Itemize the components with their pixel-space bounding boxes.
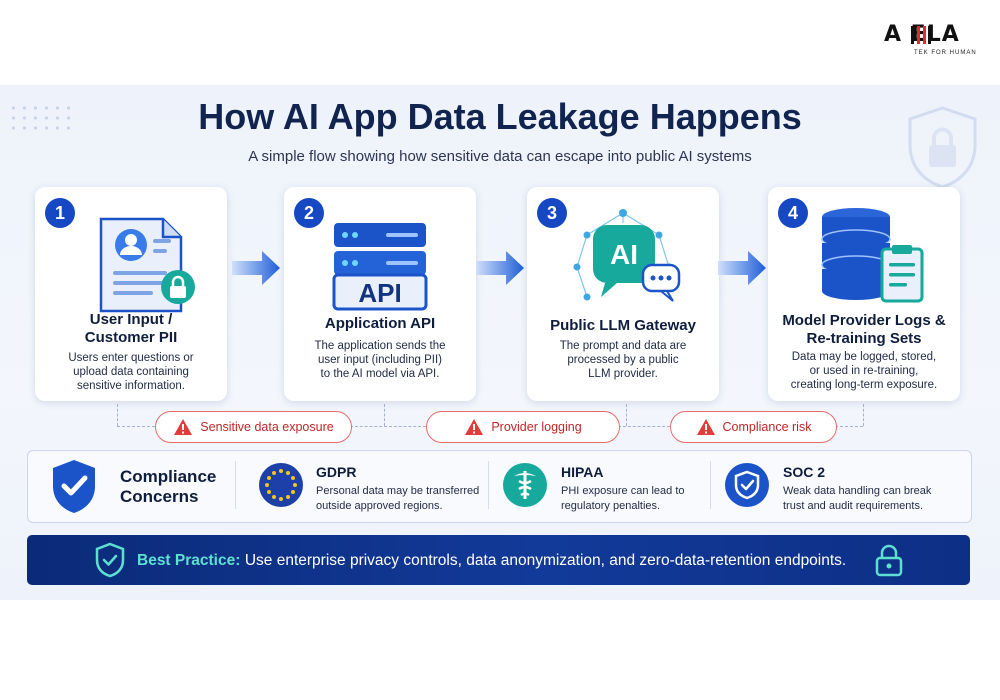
step-description: The application sends the user input (in… [294,339,466,381]
compliance-desc-line: Weak data handling can break [783,485,932,497]
compliance-item-gdpr: GDPR Personal data may be transferred ou… [316,464,479,514]
step-title-line: Application API [324,315,436,332]
step-title: Model Provider Logs & Re-training Sets [774,312,954,348]
step-desc-line: The prompt and data are [559,340,687,352]
compliance-item-desc: PHI exposure can lead to regulatory pena… [561,484,685,514]
step-desc-line: sensitive information. [76,380,186,392]
step-number: 2 [294,198,324,228]
risk-badge-sensitive-data: Sensitive data exposure [155,411,352,443]
connector-line [350,426,426,427]
step-card-application-api: 2 API Application API The application se… [284,187,476,401]
step-description: Data may be logged, stored, or used in r… [778,350,950,392]
connector-line [618,426,670,427]
logo-text: A ELA [884,22,960,47]
connector-line [863,404,864,426]
compliance-item-hipaa: HIPAA PHI exposure can lead to regulator… [561,464,685,514]
shield-check-icon [53,460,95,513]
step-desc-line: upload data containing [73,366,189,378]
compliance-desc-line: PHI exposure can lead to [561,485,685,497]
connector-line [835,426,863,427]
document-user-icon [99,217,195,313]
compliance-item-desc: Personal data may be transferred outside… [316,484,479,514]
divider [488,461,489,509]
compliance-item-title: SOC 2 [783,464,826,480]
padlock-icon [875,544,903,577]
step-desc-line: processed by a public [567,354,679,366]
flow-arrow-icon [232,251,280,285]
best-practice-banner [27,535,970,585]
step-description: Users enter questions or upload data con… [45,351,217,393]
compliance-heading-line: Concerns [120,487,199,506]
shield-check-outline-icon [95,542,125,578]
step-card-user-input: 1 User Input / Customer PII Users enter … [35,187,227,401]
risk-badge-provider-logging: Provider logging [426,411,620,443]
step-title: Application API [290,315,470,333]
compliance-desc-line: outside approved regions. [316,500,443,512]
step-desc-line: or used in re-training, [809,365,919,377]
step-desc-line: LLM provider. [588,368,658,380]
step-number: 1 [45,198,75,228]
connector-line [384,404,385,426]
compliance-desc-line: trust and audit requirements. [783,500,924,512]
best-practice-label: Best Practice: [137,552,241,569]
step-desc-line: creating long-term exposure. [790,379,938,391]
risk-label: Sensitive data exposure [200,420,334,434]
database-clipboard-icon [821,208,924,303]
step-card-provider-logs: 4 Model Provider Logs & Re-training Sets… [768,187,960,401]
brand-logo: A ELA TEK FOR HUMAN [884,22,988,62]
logo-m-icon [911,26,931,44]
compliance-desc-line: Personal data may be transferred [316,485,480,497]
step-title-line: Re-training Sets [806,330,922,347]
compliance-item-title: HIPAA [561,464,604,480]
step-desc-line: user input (including PII) [317,354,442,366]
page-subtitle: A simple flow showing how sensitive data… [248,148,752,165]
risk-label: Compliance risk [722,420,812,434]
best-practice-text: Best Practice: Use enterprise privacy co… [137,552,846,570]
risk-badge-compliance: Compliance risk [670,411,837,443]
api-label: API [358,278,401,308]
eu-flag-icon [259,463,303,507]
divider [710,461,711,509]
step-card-llm-gateway: 3 AI Public LLM Gateway The prompt and d… [527,187,719,401]
step-desc-line: Users enter questions or [68,352,194,364]
ai-label: AI [610,239,638,270]
step-title-line: Customer PII [84,329,178,346]
connector-line [626,404,627,426]
step-number: 3 [537,198,567,228]
compliance-heading: Compliance Concerns [120,467,216,507]
divider [235,461,236,509]
connector-line [117,426,155,427]
step-title-line: User Input / [89,311,173,328]
compliance-heading-line: Compliance [120,467,217,486]
compliance-item-soc2: SOC 2 Weak data handling can break trust… [783,464,931,514]
caduceus-icon [503,463,547,507]
ai-chat-network-icon: AI [573,209,681,302]
compliance-desc-line: regulatory penalties. [561,500,661,512]
step-title-line: Public LLM Gateway [550,317,696,334]
step-title: Public LLM Gateway [533,317,713,335]
step-desc-line: to the AI model via API. [320,368,440,380]
page-title: How AI App Data Leakage Happens [198,96,802,137]
step-title: User Input / Customer PII [41,311,221,347]
risk-label: Provider logging [491,420,582,434]
compliance-concerns-panel [27,450,972,523]
warning-icon [174,419,193,435]
step-desc-line: Data may be logged, stored, [791,351,937,363]
logo-tagline: TEK FOR HUMAN [914,50,977,56]
warning-icon [465,419,484,435]
compliance-item-title: GDPR [316,464,357,480]
decorative-dots [8,103,78,135]
flow-arrow-icon [476,251,524,285]
step-number: 4 [778,198,808,228]
shield-badge-icon [725,463,769,507]
connector-line [117,404,118,426]
warning-icon [696,419,715,435]
api-server-icon: API [332,223,428,311]
step-title-line: Model Provider Logs & [782,312,946,329]
compliance-item-desc: Weak data handling can break trust and a… [783,484,931,514]
best-practice-body: Use enterprise privacy controls, data an… [244,552,847,569]
step-description: The prompt and data are processed by a p… [537,339,709,381]
flow-arrow-icon [718,251,766,285]
step-desc-line: The application sends the [314,340,446,352]
